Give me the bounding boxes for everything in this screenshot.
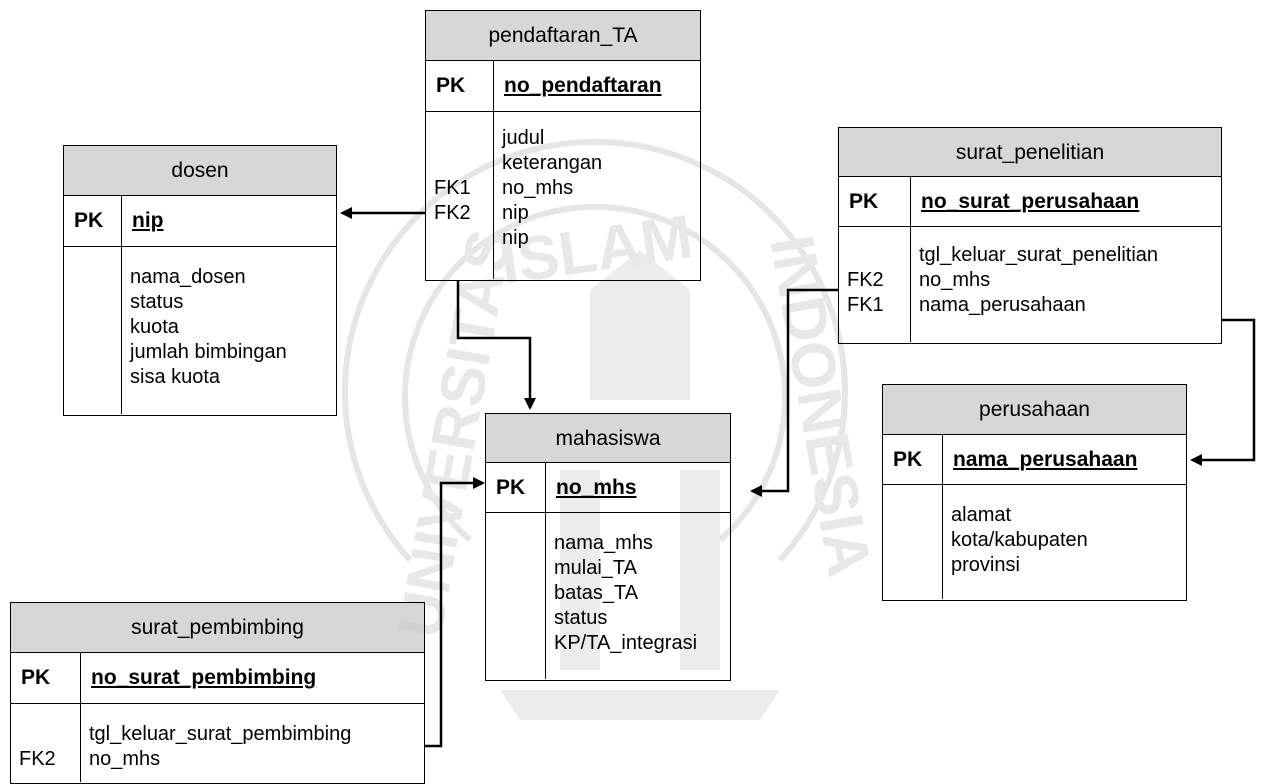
entity-body: FK2 tgl_keluar_surat_pembimbing no_mhs (11, 704, 424, 782)
fk-label: FK1 (847, 294, 884, 316)
attribute: nama_mhs (554, 532, 653, 554)
attribute: batas_TA (554, 582, 639, 604)
fk-label: FK2 (434, 202, 471, 224)
attribute: no_mhs (89, 748, 161, 770)
attribute: nama_perusahaan (919, 294, 1086, 316)
attribute-column: alamat kota/kabupaten provinsi (943, 485, 1088, 599)
pk-label: PK (426, 61, 494, 111)
attribute: tgl_keluar_surat_pembimbing (89, 723, 352, 745)
pk-label: PK (11, 653, 81, 703)
entity-surat-pembimbing[interactable]: surat_pembimbing PK no_surat_pembimbing … (10, 602, 425, 784)
pk-field: no_surat_perusahaan (921, 189, 1140, 213)
pk-row: PK no_surat_perusahaan (839, 177, 1221, 227)
fk-label: FK2 (19, 748, 56, 770)
fk-label (847, 243, 910, 268)
attribute: tgl_keluar_surat_penelitian (919, 244, 1159, 266)
connector-penelitian-perusahaan (1190, 318, 1256, 466)
entity-body: FK1 FK2 judul keterangan no_mhs nip nip (426, 112, 700, 279)
attribute: judul (502, 127, 545, 149)
fk-column: FK2 FK1 (839, 227, 911, 342)
entity-body: alamat kota/kabupaten provinsi (883, 485, 1186, 599)
pk-field: no_surat_pembimbing (91, 666, 317, 689)
connector-pembimbing-mahasiswa (425, 477, 485, 748)
attribute: jumlah bimbingan (130, 341, 287, 363)
attribute: kuota (130, 316, 179, 338)
attribute-column: nama_dosen status kuota jumlah bimbingan… (122, 247, 287, 414)
attribute: no_mhs (502, 177, 574, 199)
pk-label: PK (839, 177, 911, 226)
pk-field: no_mhs (556, 475, 637, 499)
pk-row: PK no_surat_pembimbing (11, 653, 424, 704)
attribute: kota/kabupaten (951, 529, 1088, 551)
entity-perusahaan[interactable]: perusahaan PK nama_perusahaan alamat kot… (882, 384, 1187, 601)
fk-label: FK1 (434, 177, 471, 199)
attribute: nip (502, 202, 529, 224)
connector-pendaftaran-mahasiswa (456, 281, 536, 410)
fk-label (19, 722, 80, 747)
attribute: provinsi (951, 554, 1020, 576)
fk-column (64, 247, 122, 414)
pk-row: PK nama_perusahaan (883, 435, 1186, 485)
fk-label (434, 226, 493, 251)
pk-label: PK (64, 196, 122, 246)
fk-column (486, 513, 546, 679)
fk-label (434, 126, 493, 151)
pk-field: nip (132, 209, 164, 232)
attribute: nama_dosen (130, 266, 246, 288)
attribute-column: judul keterangan no_mhs nip nip (494, 112, 602, 279)
fk-column (883, 485, 943, 599)
pk-field: nama_perusahaan (953, 447, 1138, 471)
pk-label: PK (486, 463, 546, 512)
attribute: keterangan (502, 152, 603, 174)
attribute: KP/TA_integrasi (554, 632, 698, 654)
entity-body: nama_dosen status kuota jumlah bimbingan… (64, 247, 336, 414)
entity-title: mahasiswa (486, 414, 730, 463)
attribute: status (554, 607, 608, 629)
pk-label: PK (883, 435, 943, 484)
entity-dosen[interactable]: dosen PK nip nama_dosen status kuota jum… (63, 145, 337, 416)
attribute: sisa kuota (130, 366, 221, 388)
entity-mahasiswa[interactable]: mahasiswa PK no_mhs nama_mhs mulai_TA ba… (485, 413, 731, 681)
attribute-column: nama_mhs mulai_TA batas_TA status KP/TA_… (546, 513, 697, 679)
entity-body: nama_mhs mulai_TA batas_TA status KP/TA_… (486, 513, 730, 679)
attribute: mulai_TA (554, 557, 637, 579)
entity-title: surat_pembimbing (11, 603, 424, 653)
entity-surat-penelitian[interactable]: surat_penelitian PK no_surat_perusahaan … (838, 127, 1222, 344)
fk-label (434, 151, 493, 176)
attribute-column: tgl_keluar_surat_penelitian no_mhs nama_… (911, 227, 1158, 342)
pk-row: PK no_mhs (486, 463, 730, 513)
attribute: status (130, 291, 184, 313)
entity-body: FK2 FK1 tgl_keluar_surat_penelitian no_m… (839, 227, 1221, 342)
entity-title: perusahaan (883, 385, 1186, 435)
entity-pendaftaran-ta[interactable]: pendaftaran_TA PK no_pendaftaran FK1 FK2… (425, 10, 701, 281)
fk-label: FK2 (847, 269, 884, 291)
connector-penelitian-mahasiswa (750, 288, 838, 497)
pk-row: PK nip (64, 196, 336, 247)
pk-field: no_pendaftaran (504, 74, 662, 97)
entity-title: dosen (64, 146, 336, 196)
attribute: nip (502, 227, 529, 249)
fk-column: FK2 (11, 704, 81, 782)
entity-title: pendaftaran_TA (426, 11, 700, 61)
fk-column: FK1 FK2 (426, 112, 494, 279)
attribute-column: tgl_keluar_surat_pembimbing no_mhs (81, 704, 351, 782)
pk-row: PK no_pendaftaran (426, 61, 700, 112)
entity-title: surat_penelitian (839, 128, 1221, 177)
attribute: no_mhs (919, 269, 991, 291)
attribute: alamat (951, 504, 1012, 526)
